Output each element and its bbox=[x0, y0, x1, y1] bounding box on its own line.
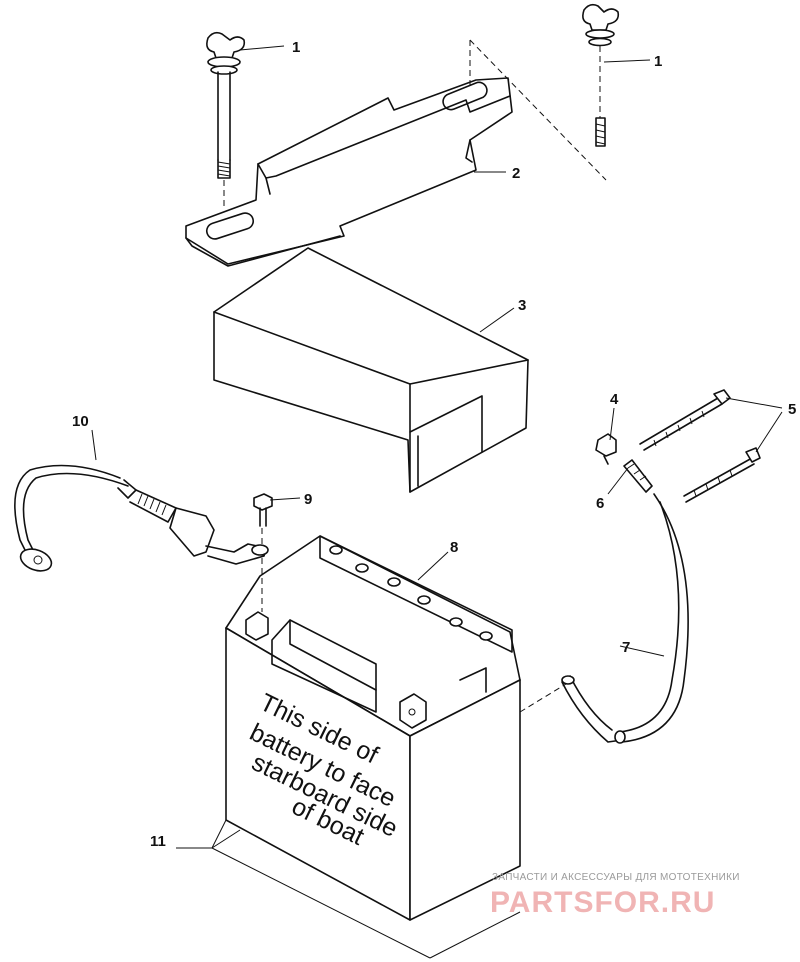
watermark: ЗАПЧАСТИ И АКСЕССУАРЫ ДЛЯ МОТОТЕХНИКИ PA… bbox=[490, 872, 740, 919]
vent-elbow bbox=[595, 433, 617, 465]
callout-3: 3 bbox=[518, 297, 526, 314]
callout-2: 2 bbox=[512, 165, 520, 182]
cable-ties bbox=[639, 389, 761, 503]
negative-cable bbox=[14, 464, 269, 572]
terminal-bolt bbox=[253, 493, 273, 612]
battery-cover bbox=[213, 247, 529, 493]
vent-hose bbox=[519, 493, 689, 744]
wing-bolt-right bbox=[582, 3, 620, 147]
vent-fitting bbox=[623, 459, 653, 493]
callout-1-right: 1 bbox=[654, 53, 662, 70]
watermark-tagline: ЗАПЧАСТИ И АКСЕССУАРЫ ДЛЯ МОТОТЕХНИКИ bbox=[492, 872, 740, 883]
watermark-site-logo: PARTSFOR.RU bbox=[490, 886, 715, 919]
cell-caps bbox=[329, 545, 493, 641]
callout-4: 4 bbox=[610, 391, 619, 408]
positive-terminal bbox=[399, 693, 427, 729]
callout-10: 10 bbox=[72, 413, 89, 430]
hold-down-bracket bbox=[185, 39, 607, 267]
callout-9: 9 bbox=[304, 491, 312, 508]
battery: This side of battery to face starboard s… bbox=[211, 535, 521, 959]
callout-11: 11 bbox=[150, 833, 166, 850]
callout-numbers: 1 1 2 3 4 5 6 7 8 9 10 11 bbox=[72, 39, 796, 850]
callout-6: 6 bbox=[596, 495, 604, 512]
negative-terminal bbox=[245, 611, 269, 641]
callout-leaders bbox=[91, 45, 783, 849]
callout-5: 5 bbox=[788, 401, 796, 418]
wing-bolt-left bbox=[206, 31, 246, 208]
callout-1-left: 1 bbox=[292, 39, 300, 56]
callout-7: 7 bbox=[622, 639, 630, 656]
callout-8: 8 bbox=[450, 539, 458, 556]
